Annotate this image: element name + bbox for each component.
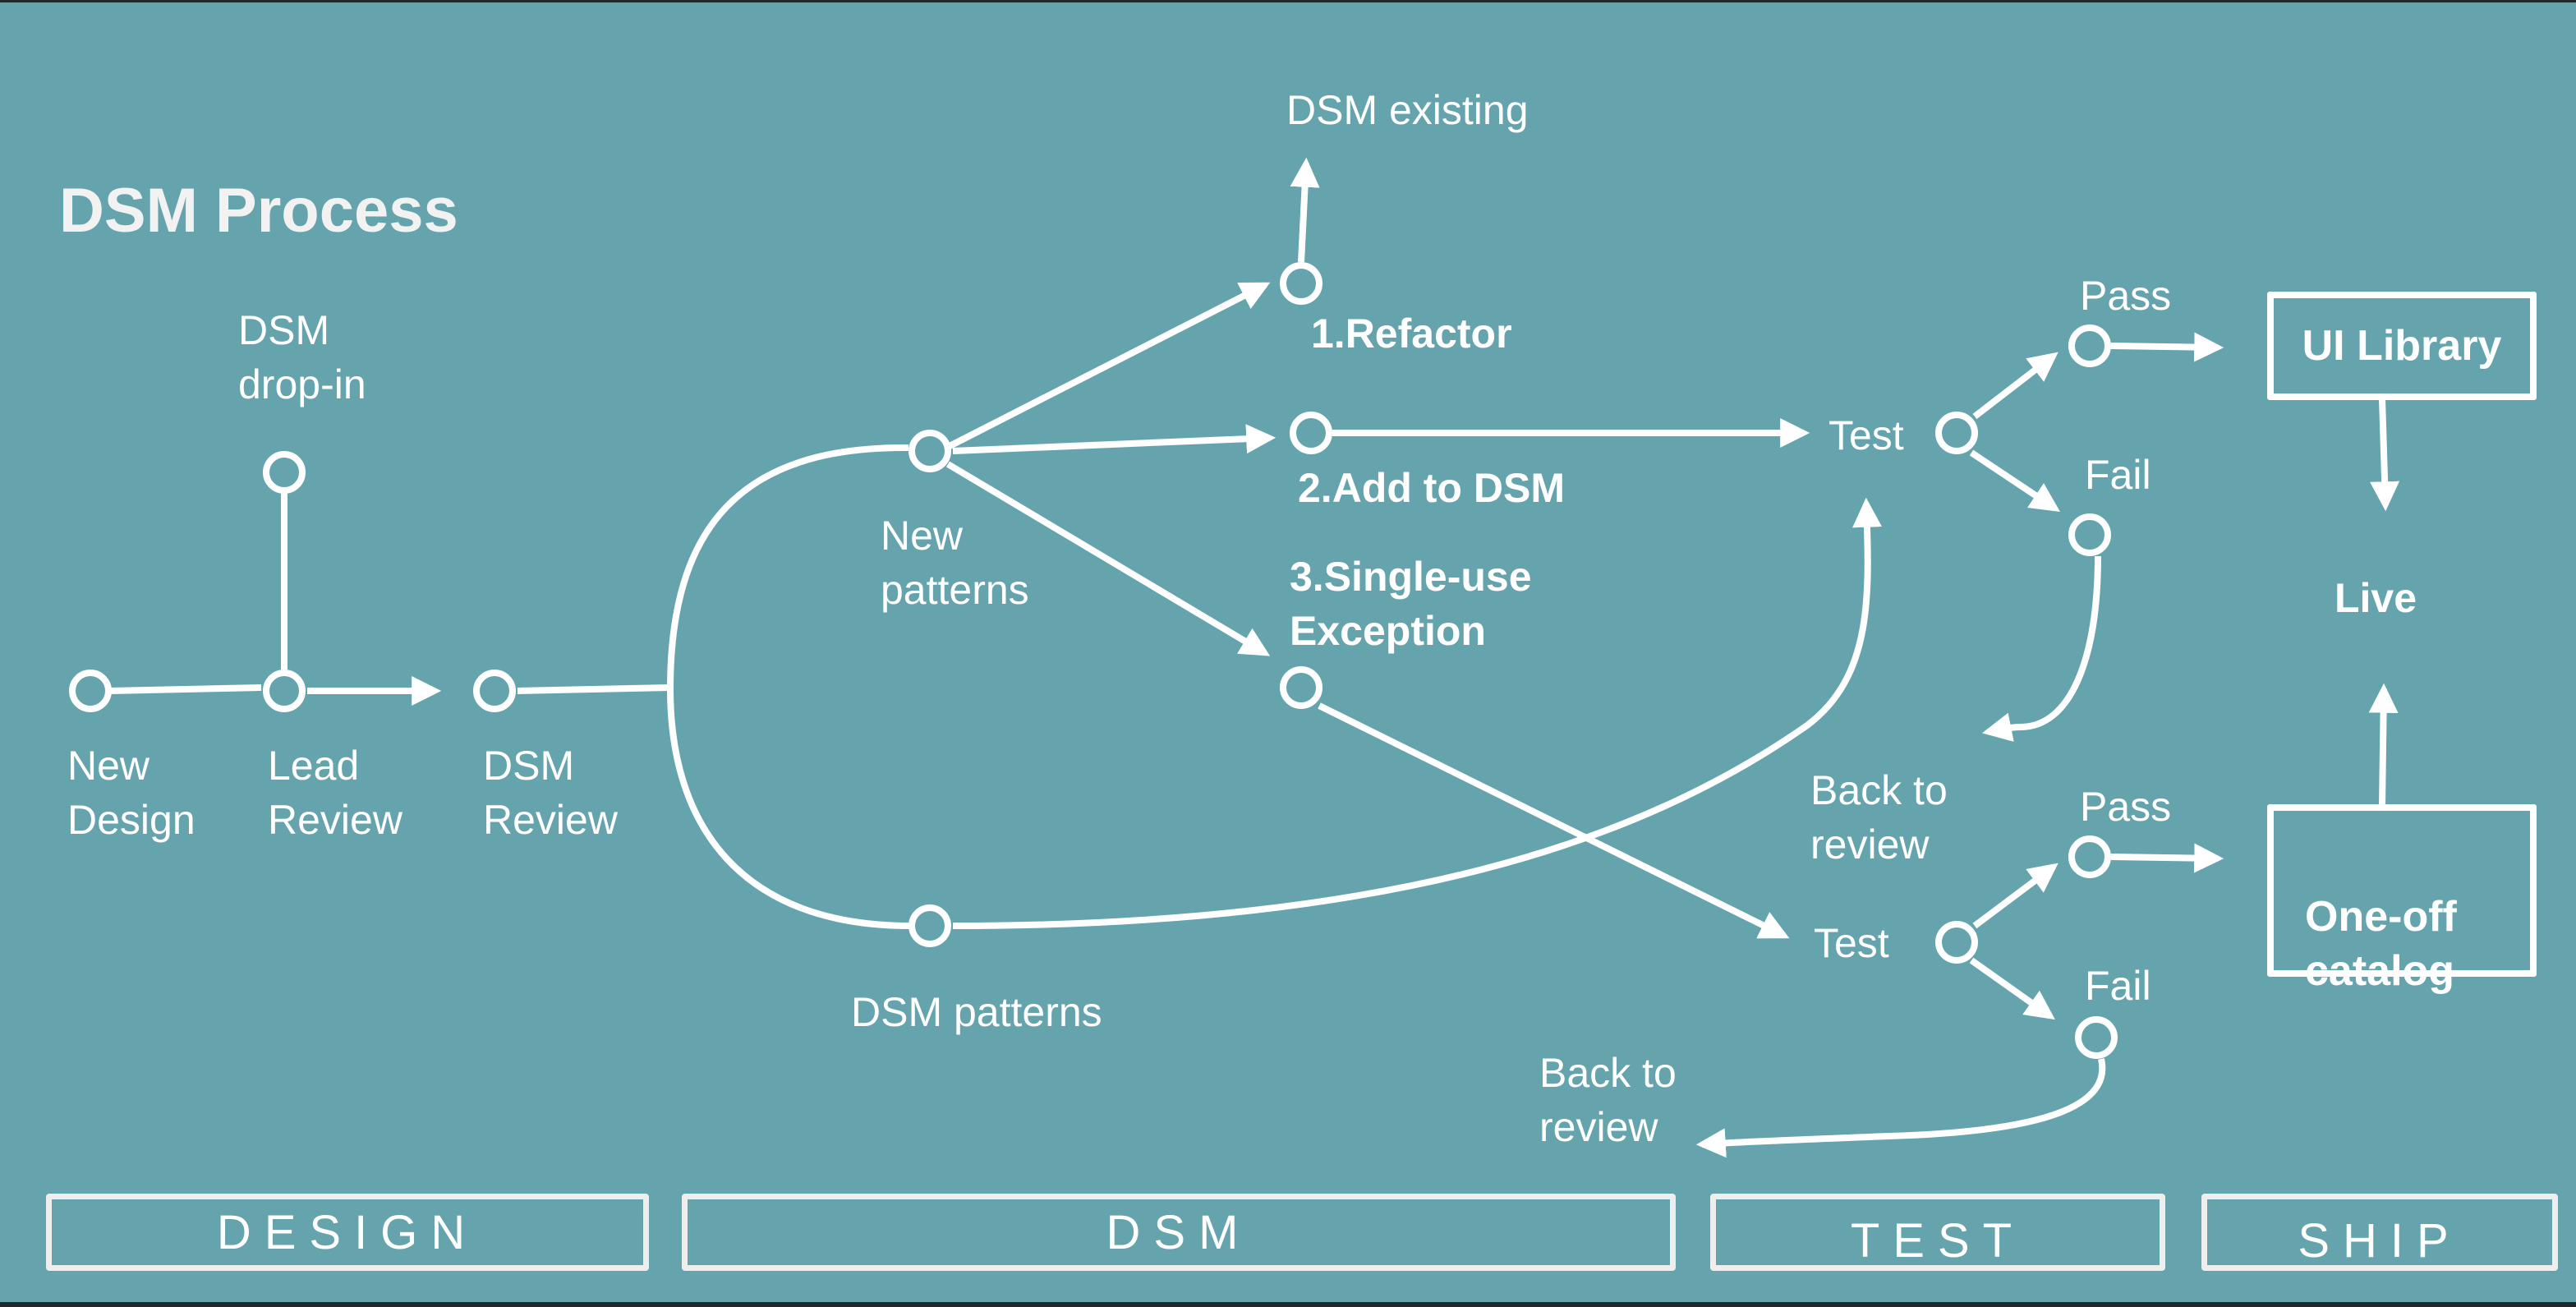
edge-test-pass-top <box>1972 352 2058 420</box>
label-add-to-dsm: 2.Add to DSM <box>1298 465 1565 511</box>
edge-pass-uilib <box>2110 332 2224 362</box>
label-pass-top: Pass <box>2080 273 2172 319</box>
node-pass-bottom <box>2068 835 2111 878</box>
label-back-to-review-bottom: Back to review <box>1539 1050 1677 1150</box>
node-dsm-patterns <box>908 904 951 947</box>
phase-design-label: DESIGN <box>216 1205 479 1259</box>
label-new-patterns: New patterns <box>881 513 1029 613</box>
node-dsm-review <box>473 670 516 712</box>
label-test-top: Test <box>1828 412 1904 458</box>
node-lead-review <box>263 670 306 712</box>
label-dsm-drop-in: DSM drop-in <box>238 307 366 407</box>
label-test-bottom: Test <box>1814 920 1889 966</box>
node-single-use <box>1280 666 1322 709</box>
node-dsm-drop-in <box>263 451 306 494</box>
node-new-design <box>69 670 112 712</box>
phase-dsm-label: DSM <box>1106 1205 1252 1259</box>
node-refactor <box>1280 262 1322 305</box>
node-test-bottom <box>1935 921 1978 964</box>
edge-oneoff-live <box>2368 683 2399 807</box>
label-lead-review: Lead Review <box>268 743 402 843</box>
edge-test-fail-top <box>1969 449 2060 512</box>
node-new-patterns <box>908 430 951 472</box>
edge-fail-back-top <box>1981 555 2101 743</box>
edge-uilib-live <box>2370 398 2400 512</box>
page-title: DSM Process <box>59 176 458 246</box>
phase-test-label: TEST <box>1850 1213 2026 1268</box>
edge-dsmpatterns-test <box>952 497 1883 929</box>
label-dsm-patterns: DSM patterns <box>851 989 1102 1035</box>
edge-newpatterns-single <box>945 461 1271 656</box>
label-refactor: 1.Refactor <box>1311 311 1512 357</box>
node-add-to-dsm <box>1290 412 1332 454</box>
edge-single-test <box>1318 702 1790 939</box>
label-live: Live <box>2334 575 2417 621</box>
edge-newpatterns-add <box>952 424 1276 454</box>
node-pass-top <box>2068 324 2111 367</box>
node-fail-top <box>2068 513 2111 556</box>
one-off-catalog-box: One-off catalog <box>2267 804 2537 995</box>
edge-newpatterns-refactor <box>948 282 1271 449</box>
node-test-top <box>1935 412 1978 454</box>
edge-refactor-existing <box>1290 157 1320 263</box>
edge-newdesign-lead <box>109 684 262 694</box>
edge-loop-to-dsmpatterns <box>667 688 911 929</box>
phase-dsm: DSM <box>682 1194 1676 1271</box>
edge-fail-back-bottom <box>1695 1058 2106 1158</box>
edge-loop-to-newpatterns <box>667 444 909 690</box>
ui-library-box: UI Library <box>2267 292 2537 400</box>
node-fail-bottom <box>2075 1016 2118 1059</box>
one-off-catalog-label: One-off catalog <box>2305 893 2457 995</box>
label-fail-bottom: Fail <box>2085 963 2151 1009</box>
phase-test: TEST <box>1710 1194 2165 1271</box>
edge-pass-oneoff <box>2110 843 2224 873</box>
phase-ship-label: SHIP <box>2298 1213 2462 1268</box>
label-new-design: New Design <box>67 743 196 843</box>
phase-ship: SHIP <box>2201 1194 2558 1271</box>
edge-test-fail-bottom <box>1969 957 2055 1020</box>
phase-design: DESIGN <box>46 1194 649 1271</box>
label-pass-bottom: Pass <box>2080 784 2172 830</box>
ui-library-label: UI Library <box>2302 322 2502 370</box>
label-fail-top: Fail <box>2085 452 2151 498</box>
label-back-to-review-top: Back to review <box>1810 767 1948 867</box>
label-single-use: 3.Single-use Exception <box>1290 554 1532 654</box>
label-dsm-existing: DSM existing <box>1286 87 1529 133</box>
edge-dsmreview-split <box>517 684 671 694</box>
edge-test-pass-bottom <box>1972 863 2058 929</box>
label-dsm-review: DSM Review <box>483 743 618 843</box>
